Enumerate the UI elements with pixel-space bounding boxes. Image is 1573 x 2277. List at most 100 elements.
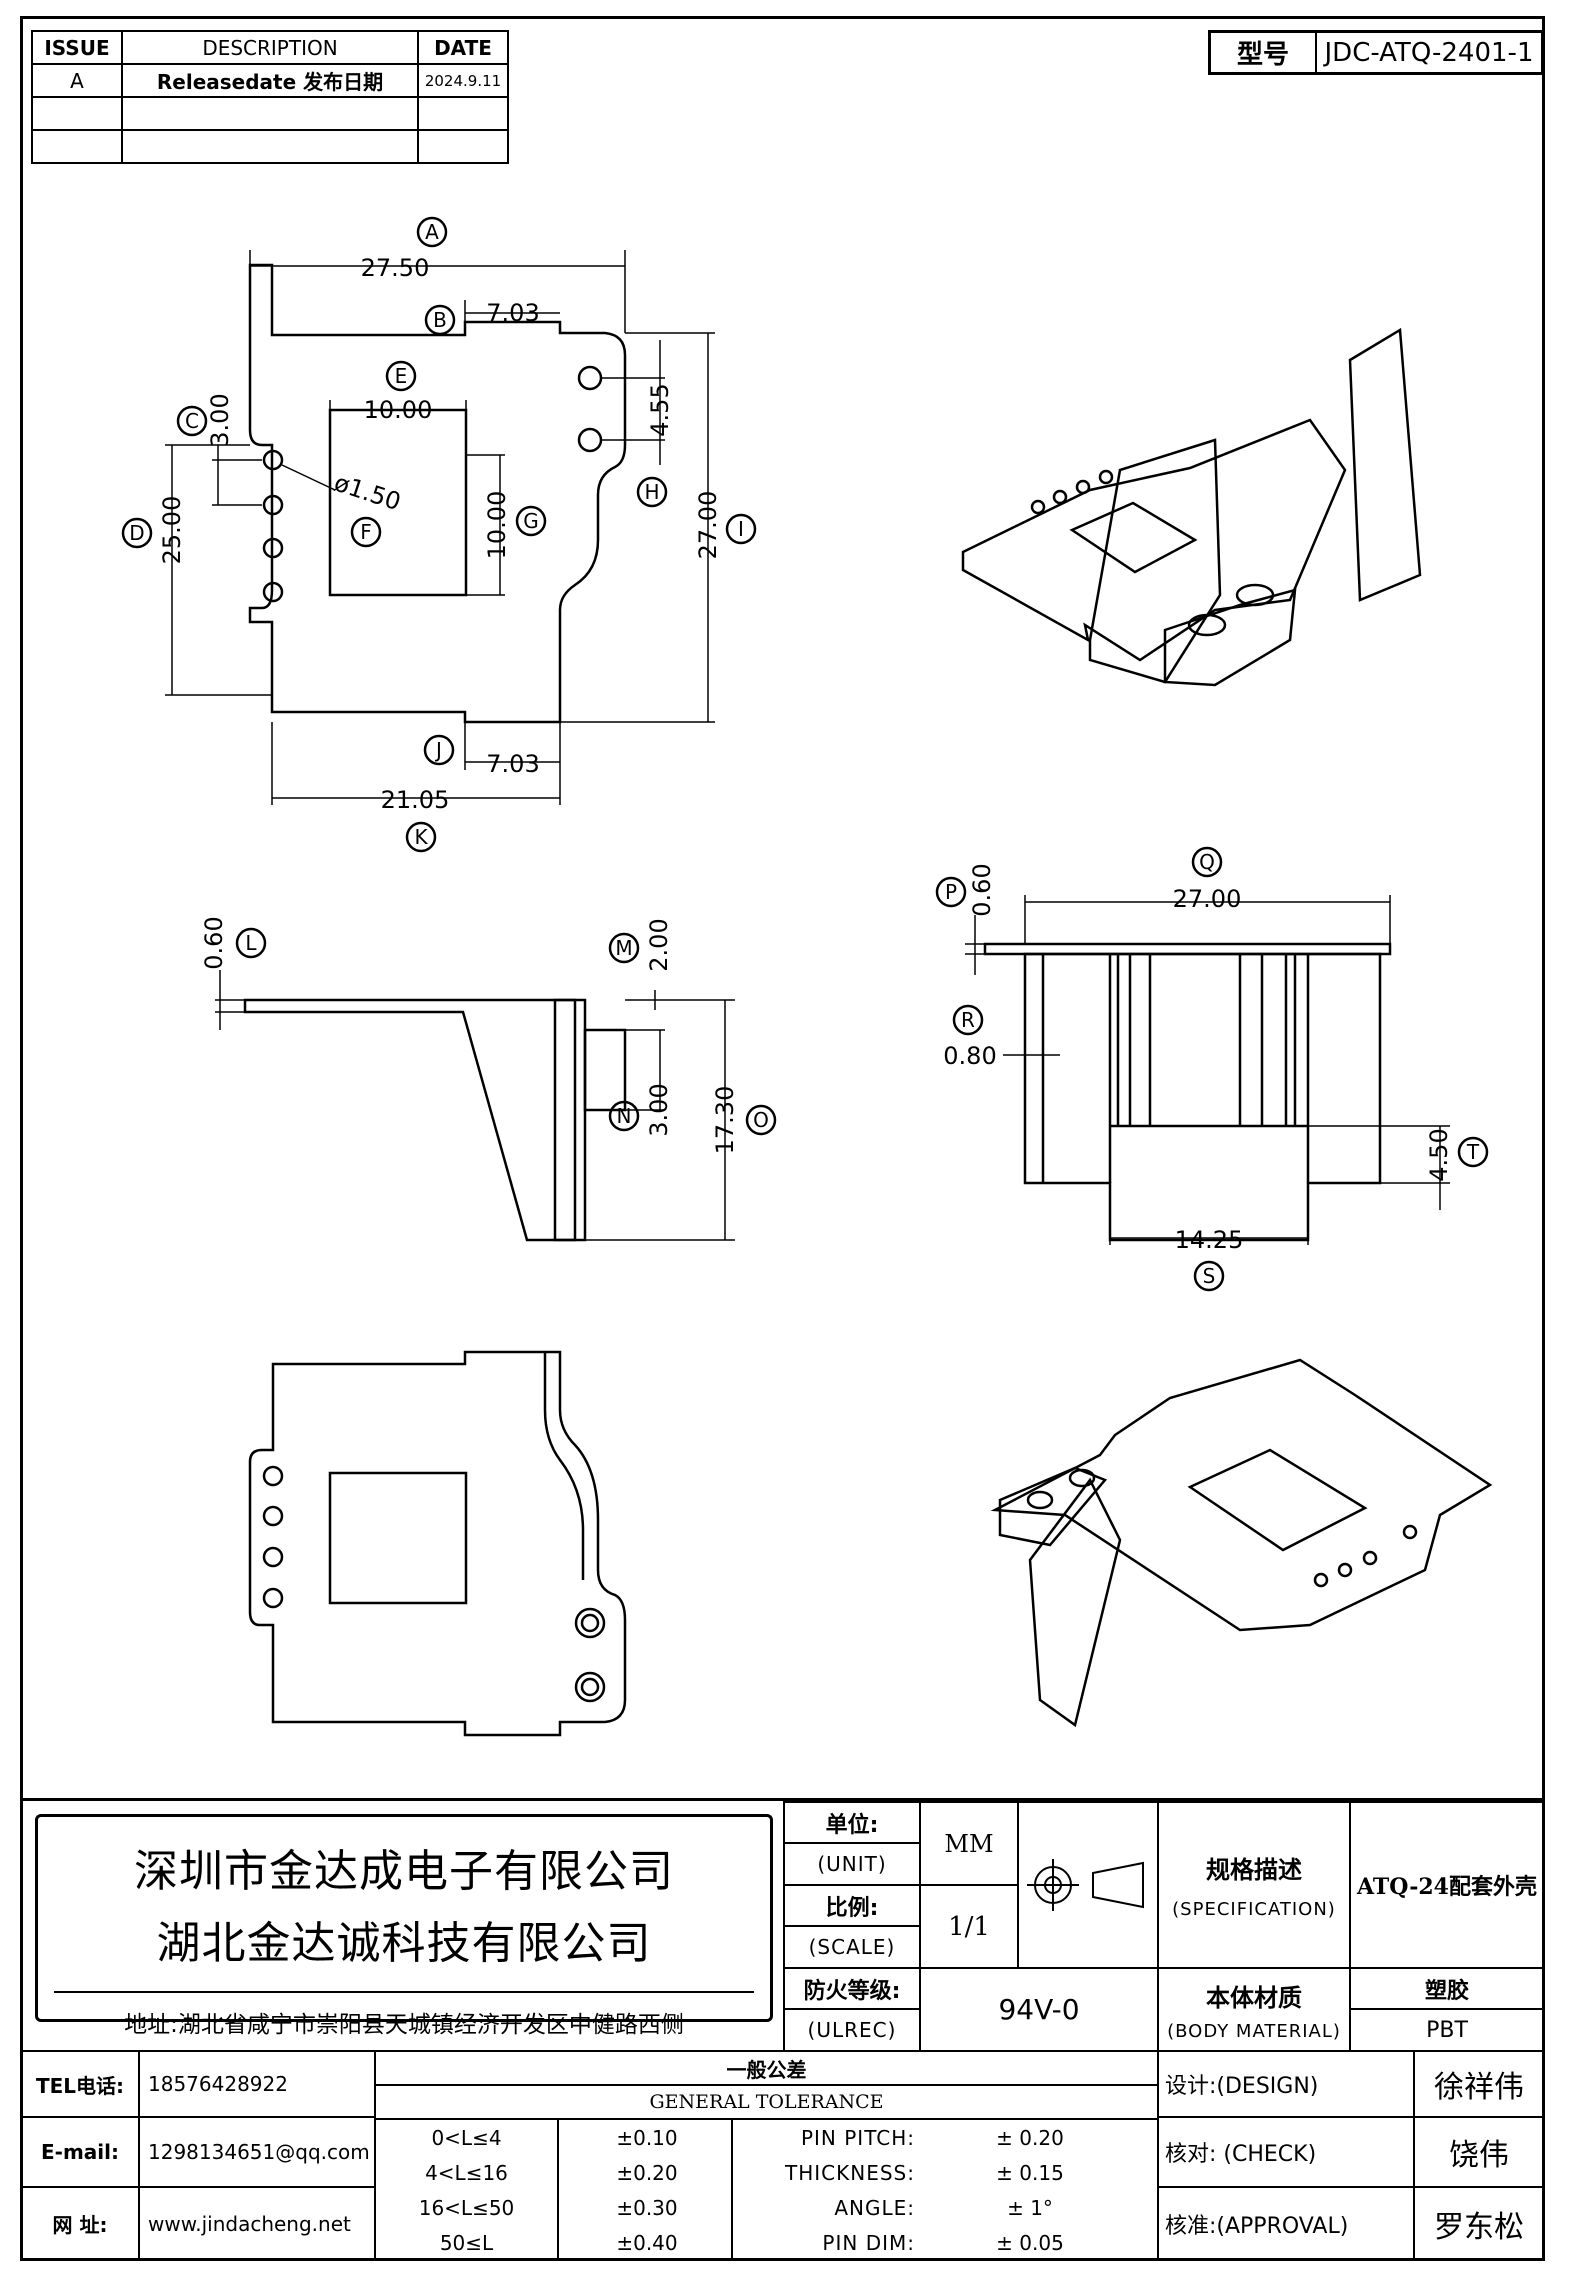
- material-value-cn: 塑胶: [1349, 1967, 1545, 2010]
- dim-value-t: 4.50: [1425, 1128, 1453, 1181]
- side-view-flange: [553, 998, 587, 1242]
- dim-value-k: 21.05: [381, 786, 450, 814]
- balloon-j: J: [434, 738, 442, 762]
- design-label: 设计:(DESIGN): [1157, 2050, 1415, 2118]
- scale-label-cn: 比例:: [783, 1884, 921, 1927]
- rev-empty-cell: [417, 129, 509, 164]
- front-view-body: [1023, 952, 1382, 1242]
- pin-hole-icon: [1075, 479, 1091, 495]
- balloon-k: K: [414, 825, 428, 849]
- tolerance-range: 0<L≤4: [431, 2125, 502, 2150]
- isometric-view-bottom: [990, 1358, 1493, 1728]
- pin-hole-icon: [262, 449, 284, 471]
- mount-hole-icon: [1026, 1490, 1054, 1510]
- rev-empty-cell: [121, 129, 419, 164]
- balloon-i: I: [738, 517, 744, 541]
- front-view-top-plate: [983, 942, 1392, 956]
- rev-empty-cell: [121, 96, 419, 131]
- mount-hole-icon: [1187, 613, 1227, 637]
- technical-drawing: 27.50 7.03 25.00 27.00 3.00 10.00 10.00 …: [121, 216, 1493, 1737]
- model-number: JDC-ATQ-2401-1: [1324, 37, 1534, 68]
- scale-label-en: (SCALE): [783, 1925, 921, 1969]
- pin-hole-icon: [262, 1546, 284, 1568]
- email-label: E-mail:: [20, 2116, 140, 2188]
- balloon-r: R: [961, 1008, 975, 1032]
- rev-header-date: DATE: [417, 30, 509, 65]
- mount-hole-icon: [577, 427, 603, 453]
- mount-hole-icon: [1068, 1468, 1096, 1488]
- dim-value-l: 0.60: [200, 916, 228, 969]
- pin-hole-icon: [1313, 1572, 1329, 1588]
- balloon-f: F: [360, 520, 372, 544]
- material-label-box: 本体材质 (BODY MATERIAL): [1157, 1967, 1351, 2052]
- rev-header-description: DESCRIPTION: [121, 30, 419, 65]
- rev-empty-cell: [31, 129, 123, 164]
- side-view: 0.60 2.00 3.00 17.30 L M N O: [200, 916, 777, 1242]
- iso1-base-plate: [961, 418, 1347, 662]
- dim-value-a: 27.50: [361, 254, 430, 282]
- dim-balloons-top: A B C D E F G H I J K: [121, 216, 757, 853]
- approval-label: 核准:(APPROVAL): [1157, 2186, 1415, 2261]
- dim-value-o: 17.30: [711, 1086, 739, 1155]
- iso2-boss: [998, 1466, 1108, 1547]
- mount-hole-icon: [580, 1613, 600, 1633]
- iso2-front-wall: [1028, 1477, 1122, 1728]
- pin-hole-icon: [262, 1465, 284, 1487]
- company-box: 深圳市金达成电子有限公司 湖北金达诚科技有限公司 地址:湖北省咸宁市崇阳县天城镇…: [35, 1814, 773, 2038]
- iso1-front-wall: [1088, 438, 1222, 684]
- projection-symbol: [1017, 1801, 1159, 1969]
- tolerance-item-value: ± 0.05: [996, 2230, 1064, 2255]
- unit-value: MM: [919, 1801, 1019, 1886]
- mount-hole-icon: [580, 1677, 600, 1697]
- tolerance-title-cn: 一般公差: [374, 2050, 1159, 2086]
- tolerance-item: THICKNESS:: [785, 2160, 915, 2185]
- material-value-en: PBT: [1349, 2008, 1545, 2052]
- spec-label-box: 规格描述 (SPECIFICATION): [1157, 1801, 1351, 1969]
- pin-hole-icon: [1402, 1524, 1418, 1540]
- iso1-side-wall: [1348, 327, 1422, 602]
- tolerance-range: 16<L≤50: [418, 2195, 515, 2220]
- approval-name: 罗东松: [1413, 2186, 1545, 2261]
- tolerance-value: ±0.30: [616, 2195, 678, 2220]
- unit-label-cn: 单位:: [783, 1801, 921, 1844]
- balloon-o: O: [753, 1108, 769, 1132]
- company-address: 地址:湖北省咸宁市崇阳县天城镇经济开发区中健路西侧: [124, 2012, 684, 2038]
- balloon-c: C: [185, 409, 199, 433]
- design-name: 徐祥伟: [1413, 2050, 1545, 2118]
- dim-value-h: 4.55: [646, 383, 674, 436]
- pin-hole-icon: [262, 1505, 284, 1527]
- iso2-base-plate: [990, 1358, 1493, 1632]
- balloon-t: T: [1466, 1140, 1480, 1164]
- dim-value-c: 3.00: [206, 393, 234, 446]
- dim-value-f: ø1.50: [331, 469, 404, 517]
- tolerance-value: ±0.20: [616, 2160, 678, 2185]
- rev-empty-cell: [417, 96, 509, 131]
- tolerance-item-value: ± 0.15: [996, 2160, 1064, 2185]
- top-view-outline: [248, 263, 627, 724]
- tolerance-item: PIN DIM:: [822, 2230, 915, 2255]
- email-value: 1298134651@qq.com: [138, 2116, 376, 2188]
- mount-hole-icon: [577, 365, 603, 391]
- tolerance-item-value: ± 0.20: [996, 2125, 1064, 2150]
- dim-value-d: 25.00: [158, 496, 186, 565]
- front-view: 0.60 27.00 0.80 14.25 4.50 P Q R S T: [935, 846, 1489, 1292]
- tolerance-row: 50≤L ±0.40 PIN DIM: ± 0.05: [374, 2225, 1159, 2260]
- tolerance-row: 16<L≤50 ±0.30 ANGLE: ± 1°: [374, 2190, 1159, 2225]
- balloon-a: A: [425, 220, 439, 244]
- ulrec-label-en: (ULREC): [783, 2008, 921, 2052]
- balloon-l: L: [245, 931, 257, 955]
- bottom-view: [248, 1350, 627, 1737]
- pin-hole-icon: [1098, 469, 1114, 485]
- balloon-g: G: [523, 509, 539, 533]
- rev-description: Releasedate 发布日期: [121, 63, 419, 98]
- balloon-p: P: [945, 880, 957, 904]
- title-block: 深圳市金达成电子有限公司 湖北金达诚科技有限公司 地址:湖北省咸宁市崇阳县天城镇…: [20, 1798, 1545, 2261]
- balloon-e: E: [395, 364, 408, 388]
- tolerance-item: PIN PITCH:: [800, 2125, 915, 2150]
- company-name-2: 湖北金达诚科技有限公司: [156, 1918, 652, 1969]
- dim-value-m: 2.00: [645, 918, 673, 971]
- pin-hole-icon: [262, 581, 284, 603]
- balloon-h: H: [644, 480, 659, 504]
- rev-issue: A: [31, 63, 123, 98]
- pin-hole-icon: [1362, 1550, 1378, 1566]
